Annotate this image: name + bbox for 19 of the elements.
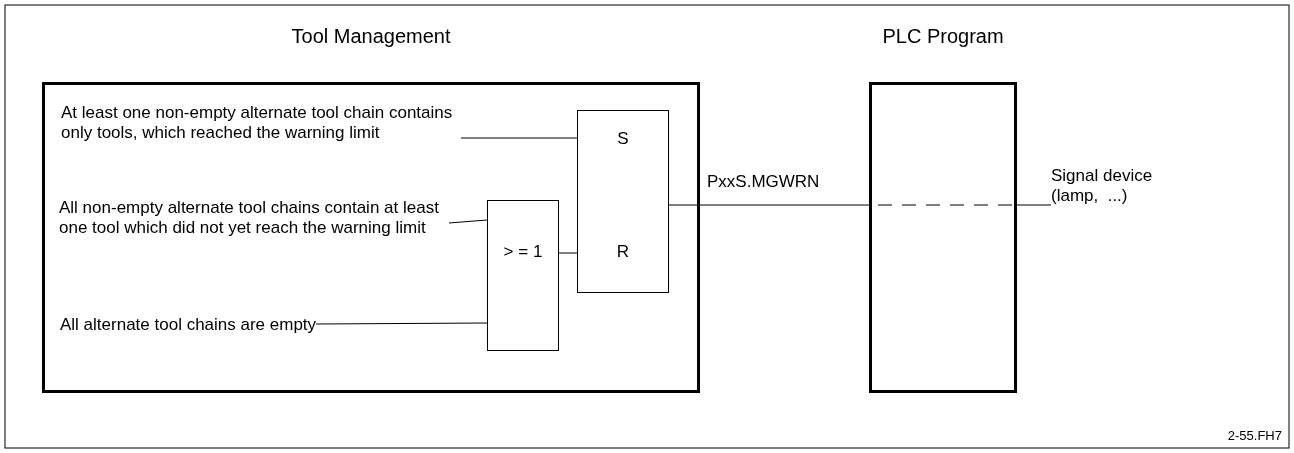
section-heading: Tool Management	[291, 25, 451, 47]
condition-text: All alternate tool chains are empty	[60, 315, 317, 335]
connector-line	[558, 252, 578, 254]
condition-text: All non-empty alternate tool chains contain at least one tool which did not yet reach the warning limit	[59, 198, 440, 238]
connector-line	[448, 219, 488, 224]
flip-flop-input-label: R	[616, 244, 630, 260]
or-gate-box	[487, 200, 559, 351]
figure-number: 2-55.FH7	[1227, 428, 1282, 444]
condition-text: At least one non-empty alternate tool chain contains only tools, which reached the warning limit	[61, 103, 454, 143]
connector-line	[460, 137, 578, 139]
sr-flip-flop-box	[577, 110, 669, 293]
connector-line	[668, 204, 870, 206]
signal-label: PxxS.MGWRN	[707, 174, 820, 190]
signal-device-text: Signal device (lamp, ...)	[1051, 166, 1154, 206]
gate-label: > = 1	[503, 244, 543, 260]
section-heading: PLC Program	[882, 25, 1004, 47]
connector-line	[1016, 204, 1052, 206]
connector-line	[315, 322, 488, 325]
flip-flop-input-label: S	[617, 131, 629, 147]
